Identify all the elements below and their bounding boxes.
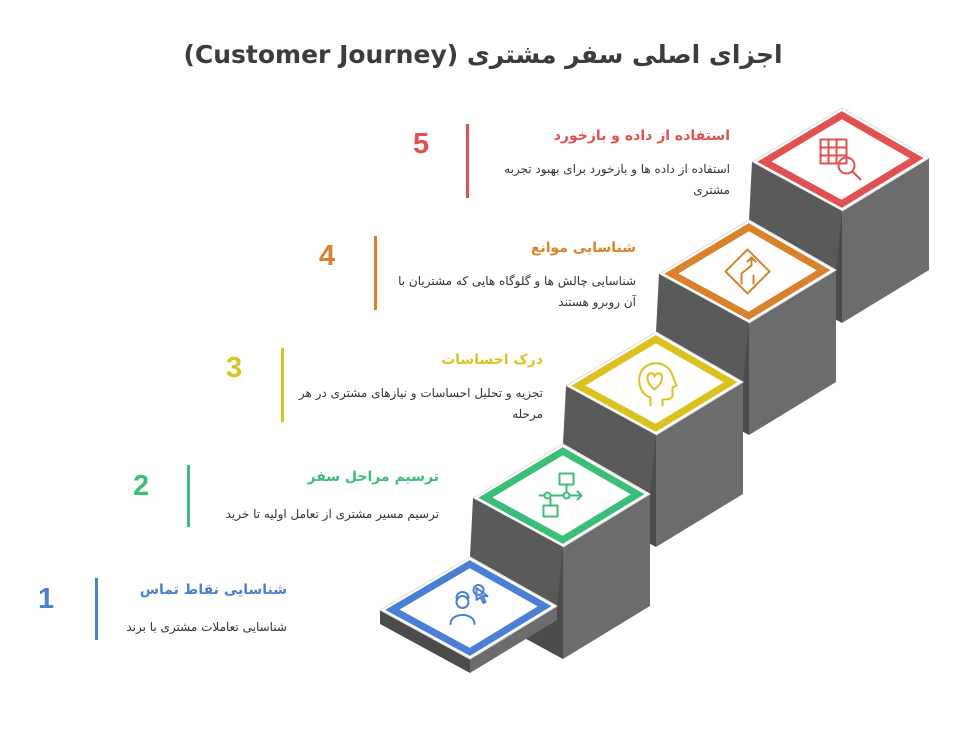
step-number: 4 <box>319 240 336 272</box>
stair-top-face <box>564 331 744 436</box>
customer-touchpoint-icon <box>449 584 489 625</box>
step-title: ترسیم مراحل سفر <box>307 469 440 485</box>
step-divider <box>95 578 98 640</box>
stair-right-face <box>656 382 743 547</box>
stair-right-face <box>749 270 836 435</box>
step-description: شناسایی چالش ها و گلوگاه هایی که مشتریان… <box>398 274 636 309</box>
step-divider <box>187 465 190 527</box>
step-title: استفاده از داده و بازخورد <box>553 128 730 144</box>
stair-top-face <box>378 556 558 660</box>
step-title: شناسایی موانع <box>530 240 636 256</box>
step-title: شناسایی نقاط تماس <box>139 582 287 598</box>
stair-color-ring <box>757 111 924 208</box>
step-description: استفاده از داده ها و بازخورد برای بهبود … <box>504 162 730 197</box>
stair-color-ring <box>664 223 831 320</box>
step-number: 3 <box>226 352 243 384</box>
stair-back-wall <box>470 498 563 606</box>
head-heart-icon <box>638 362 678 407</box>
stair-back-wall <box>563 386 656 494</box>
step-divider <box>374 236 377 310</box>
stair-right-face <box>563 494 650 659</box>
data-search-icon <box>819 138 862 181</box>
step-number: 2 <box>133 470 150 502</box>
stair-color-ring <box>478 447 645 544</box>
step-number: 5 <box>413 128 430 160</box>
step-description: ترسیم مسیر مشتری از تعامل اولیه تا خرید <box>225 507 439 521</box>
stair-step-1 <box>378 498 563 673</box>
step-divider <box>466 124 469 198</box>
stair-color-ring <box>571 335 738 432</box>
step-divider <box>281 348 284 422</box>
route-sign-icon <box>724 248 771 295</box>
stair-right-face <box>842 158 929 323</box>
stair-left-face <box>380 610 470 673</box>
step-description: تجزیه و تحلیل احساسات و نیازهای مشتری در… <box>298 386 543 421</box>
step-description: شناسایی تعاملات مشتری با برند <box>126 620 287 634</box>
step-title: درک احساسات <box>441 352 543 368</box>
stair-right-face <box>470 606 557 673</box>
stair-top-face <box>657 219 837 324</box>
stair-back-wall <box>749 162 842 270</box>
stair-back-wall <box>656 274 749 382</box>
flowchart-icon <box>538 472 583 518</box>
page-title: اجزای اصلی سفر مشتری (Customer Journey) <box>183 40 783 69</box>
step-number: 1 <box>38 583 55 615</box>
stair-color-ring <box>385 560 552 656</box>
